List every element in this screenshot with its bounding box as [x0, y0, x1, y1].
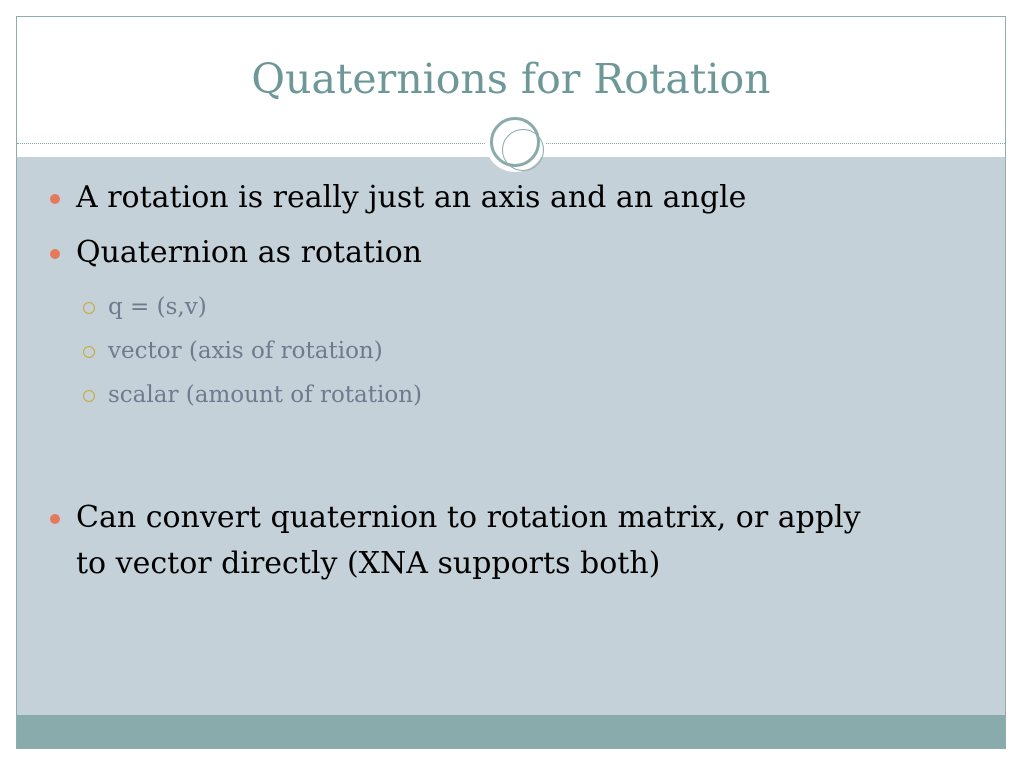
- bullet-ring-icon: [83, 302, 95, 314]
- content-area: A rotation is really just an axis and an…: [17, 157, 1005, 715]
- slide-title: Quaternions for Rotation: [251, 55, 771, 103]
- sub-bullet-text: q = (s,v): [108, 294, 207, 320]
- sub-bullet-text: scalar (amount of rotation): [108, 382, 422, 408]
- sub-bullet-item: vector (axis of rotation): [83, 329, 998, 373]
- outer-ring: [490, 117, 544, 171]
- bullet-text-line2: to vector directly (XNA supports both): [76, 546, 661, 581]
- bullet-text-line1: Can convert quaternion to rotation matri…: [76, 500, 861, 535]
- bullet-ring-icon: [83, 346, 95, 358]
- inner-ring: [502, 129, 544, 171]
- sub-bullet-item: q = (s,v): [83, 285, 998, 329]
- bullet-text: A rotation is really just an axis and an…: [76, 180, 747, 215]
- bullet-dot-icon: [50, 514, 60, 524]
- bullet-dot-icon: [50, 194, 60, 204]
- bullet-item: A rotation is really just an axis and an…: [50, 175, 966, 221]
- slide: Quaternions for Rotation A rotation is r…: [16, 16, 1006, 749]
- sub-bullet-item: scalar (amount of rotation): [83, 373, 998, 417]
- circle-ornament-icon: [485, 112, 545, 172]
- bullet-item: Quaternion as rotation: [50, 230, 966, 276]
- footer-band: [17, 715, 1005, 748]
- bullet-item: Can convert quaternion to rotation matri…: [50, 495, 966, 587]
- sub-bullet-text: vector (axis of rotation): [108, 338, 383, 364]
- bullet-dot-icon: [50, 249, 60, 259]
- bullet-list: A rotation is really just an axis and an…: [17, 157, 1005, 715]
- bullet-text: Quaternion as rotation: [76, 235, 422, 270]
- bullet-ring-icon: [83, 390, 95, 402]
